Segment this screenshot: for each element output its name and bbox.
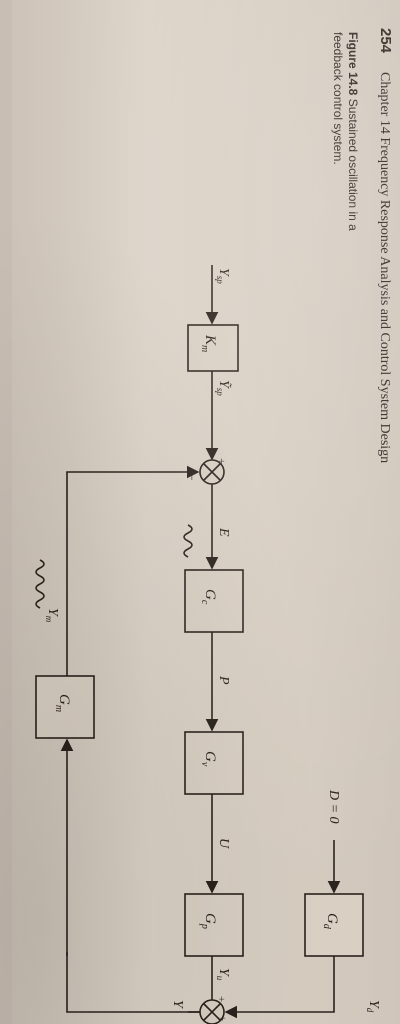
yd-signal-line — [224, 956, 335, 1019]
y-label: Y — [170, 1000, 185, 1010]
gc-label: Gc — [199, 589, 218, 605]
km-label: Km — [199, 334, 218, 352]
junction-1-cross-b — [203, 463, 221, 481]
gv-label: Gv — [199, 751, 218, 767]
feedback-output-line — [66, 956, 200, 1013]
gv-block — [184, 731, 244, 795]
junction-1-minus: − — [185, 474, 199, 481]
disturbance-label: D = 0 — [326, 789, 341, 824]
junction-2-plus-a: + — [215, 996, 227, 1002]
gd-block — [304, 893, 364, 957]
ym-oscillation-wave — [35, 559, 45, 609]
yd-label: Yd — [365, 1000, 381, 1013]
junction-1-plus: + — [215, 458, 227, 464]
gm-label: Gm — [53, 694, 72, 712]
e-label: E — [216, 527, 231, 537]
km-block — [187, 324, 239, 372]
u-label: U — [216, 838, 231, 849]
book-page — [12, 0, 400, 1024]
junction-2-plus-b: + — [216, 1015, 228, 1021]
error-oscillation-wave — [183, 524, 193, 558]
gp-label: Gp — [199, 913, 218, 929]
yu-label: Yu — [215, 968, 231, 981]
gp-block — [184, 893, 244, 957]
p-label: P — [216, 675, 231, 685]
ym-label: Ym — [44, 608, 60, 623]
ysp-tilde-label: Ỹsp — [215, 380, 233, 396]
junction-2-cross-b — [203, 1003, 221, 1021]
ysp-label: Ysp — [215, 268, 231, 284]
gd-label: Gd — [321, 913, 340, 930]
gc-block — [184, 569, 244, 633]
gm-block — [35, 675, 95, 739]
ym-signal-line — [66, 465, 200, 676]
